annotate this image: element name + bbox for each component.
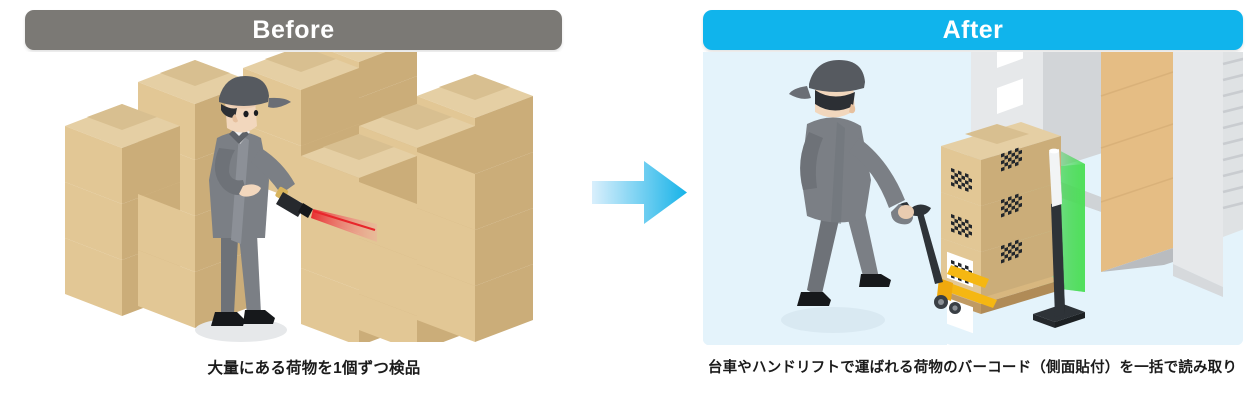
carton-stack-left [65,60,253,328]
before-caption: 大量にある荷物を1個ずつ検品 [207,360,421,377]
after-illustration [703,52,1243,345]
before-scene [25,52,562,342]
before-illustration [25,52,562,342]
before-to-after-arrow [592,155,688,230]
after-scene [703,52,1243,345]
fixed-pole-scanner [1033,148,1085,328]
carton-wall-right [243,52,533,342]
after-caption: 台車やハンドリフトで運ばれる荷物のバーコード（側面貼付）を一括で読み取り [707,360,1238,376]
before-header-bar: Before [25,10,562,50]
after-worker [781,60,914,333]
before-worker [195,76,377,342]
after-header-bar: After [703,10,1243,50]
arrow-right-icon [592,161,687,224]
before-panel: Before [25,10,562,377]
after-header-label: After [942,15,1004,44]
after-panel: After [690,0,1255,403]
before-header-label: Before [252,15,335,44]
